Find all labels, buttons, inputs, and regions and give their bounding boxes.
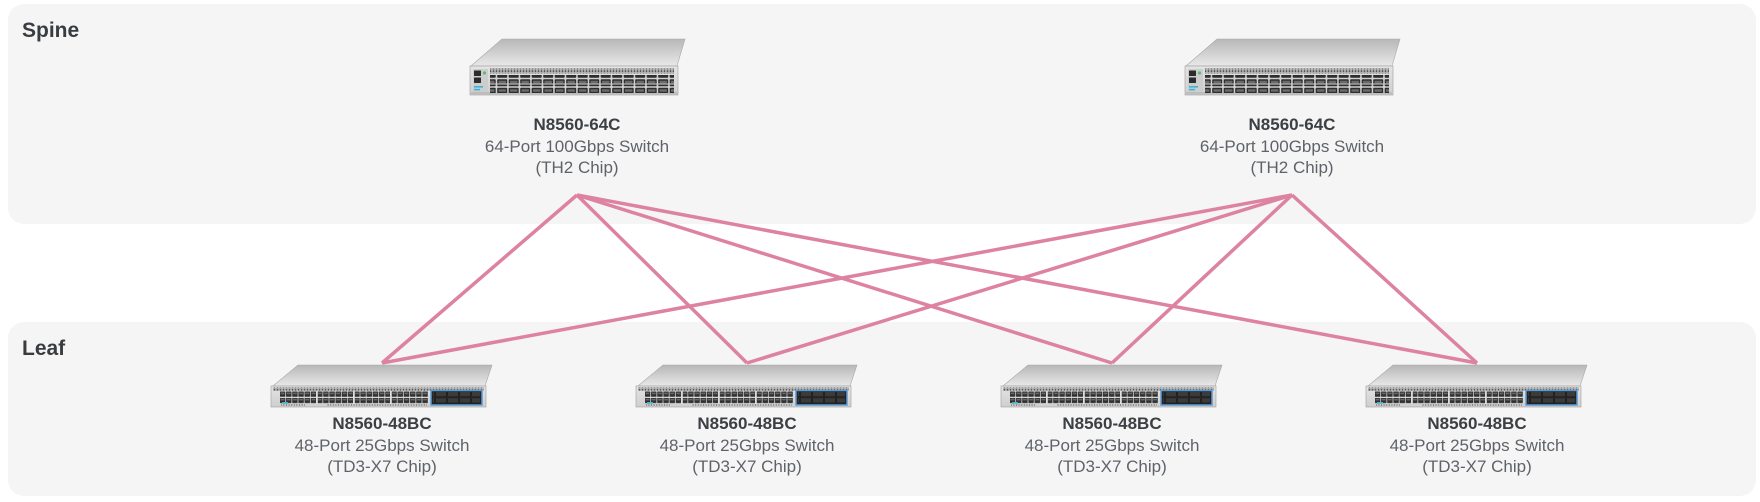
switch-chip: (TD3-X7 Chip) [1057,457,1167,476]
leaf-switch-node: N8560-48BC 48-Port 25Gbps Switch (TD3-X7… [1357,360,1597,477]
leaf-switch-node: N8560-48BC 48-Port 25Gbps Switch (TD3-X7… [992,360,1232,477]
switch-description: 48-Port 25Gbps Switch [294,436,470,455]
switch-description: 48-Port 25Gbps Switch [1389,436,1565,455]
spine-switch-illustration [1184,38,1401,96]
leaf-switch-node: N8560-48BC 48-Port 25Gbps Switch (TD3-X7… [262,360,502,477]
spine-switch-node: N8560-64C 64-Port 100Gbps Switch (TH2 Ch… [457,36,697,178]
switch-chip: (TD3-X7 Chip) [327,457,437,476]
spine-switch-node: N8560-64C 64-Port 100Gbps Switch (TH2 Ch… [1172,36,1412,178]
leaf-switch-node: N8560-48BC 48-Port 25Gbps Switch (TD3-X7… [627,360,867,477]
switch-description: 48-Port 25Gbps Switch [1024,436,1200,455]
switch-model: N8560-64C [1248,115,1336,134]
switch-model: N8560-48BC [1062,414,1162,433]
switch-chip: (TD3-X7 Chip) [692,457,802,476]
leaf-switch-illustration [1000,364,1223,408]
leaf-section-label: Leaf [22,337,66,360]
switch-model: N8560-48BC [697,414,797,433]
switch-model: N8560-48BC [332,414,432,433]
switch-description: 48-Port 25Gbps Switch [659,436,835,455]
spine-section: Spine [8,4,1756,224]
switch-model: N8560-48BC [1427,414,1527,433]
switch-model: N8560-64C [533,115,621,134]
spine-switch-illustration [469,38,686,96]
leaf-switch-illustration [1365,364,1588,408]
switch-chip: (TD3-X7 Chip) [1422,457,1532,476]
switch-description: 64-Port 100Gbps Switch [484,137,670,156]
switch-chip: (TH2 Chip) [1250,158,1334,177]
switch-description: 64-Port 100Gbps Switch [1199,137,1385,156]
switch-chip: (TH2 Chip) [535,158,619,177]
leaf-switch-illustration [270,364,493,408]
spine-section-label: Spine [22,19,80,42]
leaf-switch-illustration [635,364,858,408]
